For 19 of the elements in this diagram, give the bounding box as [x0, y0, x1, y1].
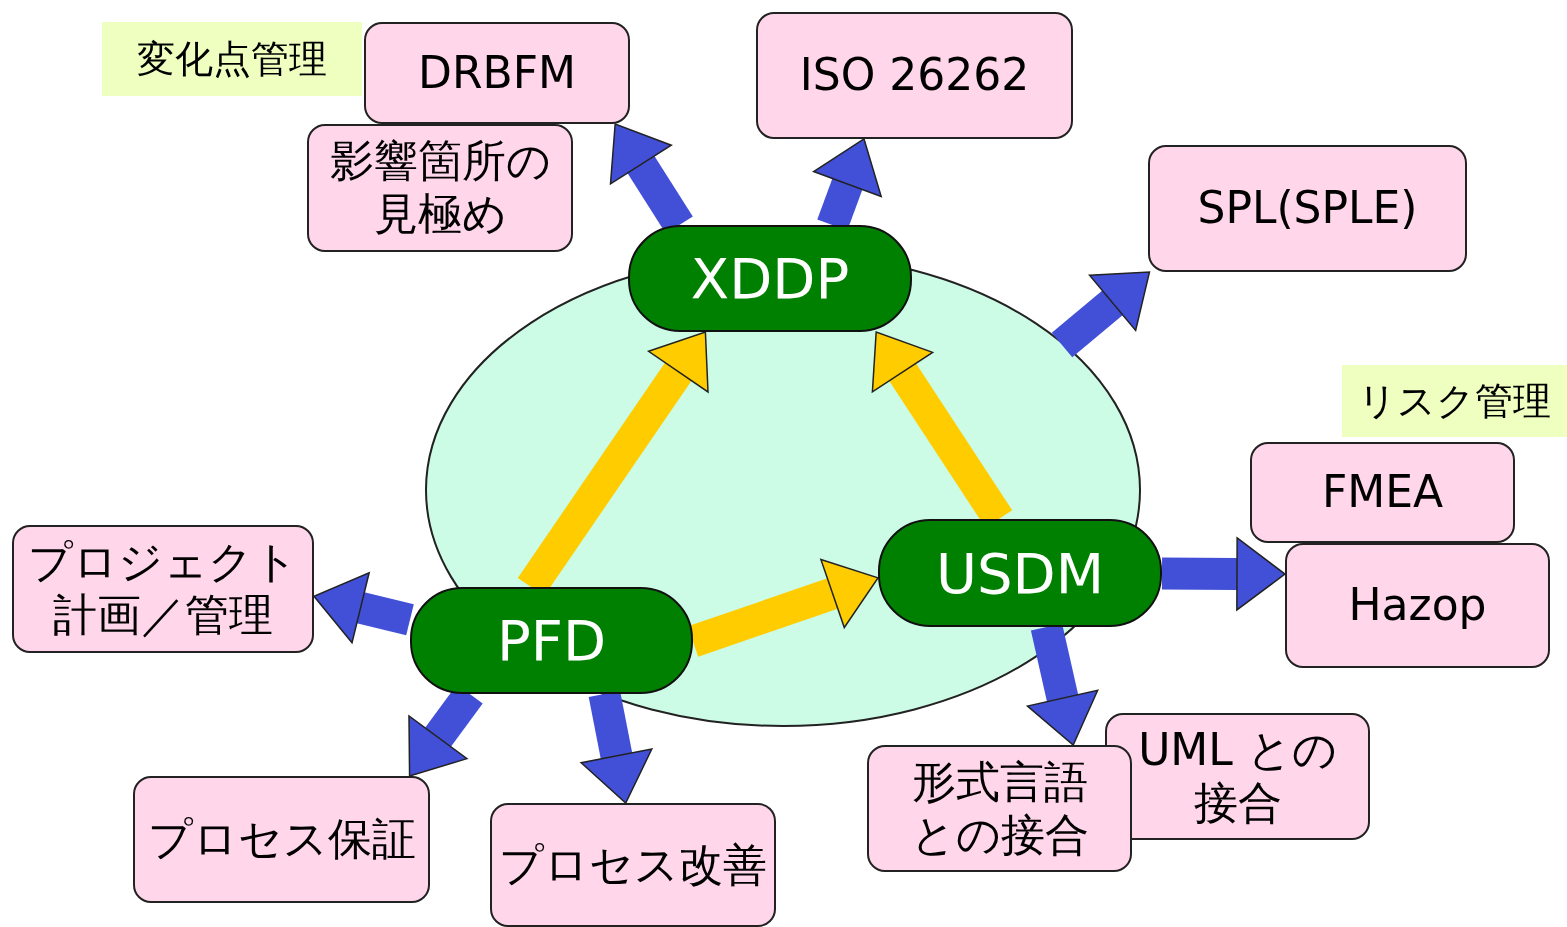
method-box: PFD [410, 587, 693, 694]
topic-box: Hazop [1285, 543, 1550, 668]
block-arrow [1051, 271, 1151, 358]
block-arrow [1161, 537, 1286, 611]
topic-box: UML との接合 [1105, 713, 1370, 840]
topic-box: プロジェクト計画／管理 [12, 525, 314, 653]
topic-box: プロセス保証 [133, 776, 430, 903]
block-arrow [313, 572, 414, 644]
category-tag: 変化点管理 [102, 22, 362, 96]
topic-box: SPL(SPLE) [1148, 145, 1467, 272]
topic-box: FMEA [1250, 442, 1515, 543]
topic-box: プロセス改善 [490, 803, 776, 927]
method-box: USDM [878, 519, 1162, 627]
topic-box: ISO 26262 [756, 12, 1073, 139]
method-box: XDDP [628, 225, 912, 332]
topic-box: 形式言語との接合 [867, 745, 1132, 872]
topic-box: DRBFM [364, 22, 630, 124]
topic-box: 影響箇所の見極め [307, 124, 573, 252]
category-tag: リスク管理 [1342, 365, 1567, 437]
